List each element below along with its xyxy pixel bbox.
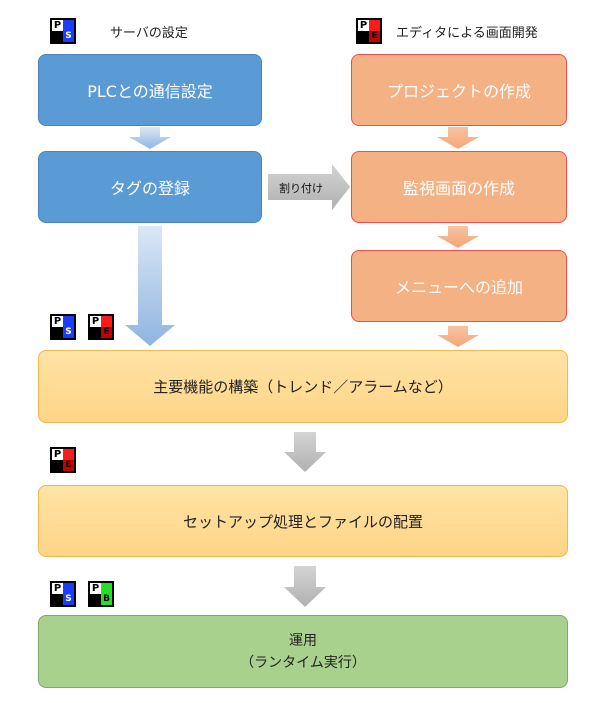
arrow-monitor-to-menu xyxy=(437,226,479,248)
assign-label: 割り付け xyxy=(279,182,323,195)
project-creation-text: プロジェクトの作成 xyxy=(386,82,531,101)
menu-addition-text: メニューへの追加 xyxy=(394,278,523,297)
tag-registration-text: タグの登録 xyxy=(109,179,190,198)
plc-communication-box: PLCとの通信設定 xyxy=(38,54,262,126)
arrow-setup-to-run xyxy=(284,566,326,607)
setup-box: セットアップ処理とファイルの配置 xyxy=(38,485,568,557)
arrow-main-to-setup xyxy=(284,432,326,472)
tag-registration-box: タグの登録 xyxy=(38,151,262,223)
arrow-tags-to-main xyxy=(125,226,175,346)
main-functions-box: 主要機能の構築（トレンド／アラームなど） xyxy=(38,350,568,423)
assign-arrow xyxy=(268,164,350,210)
monitor-screen-text: 監視画面の作成 xyxy=(402,179,515,198)
main-functions-text: 主要機能の構築（トレンド／アラームなど） xyxy=(153,378,453,396)
arrow-menu-to-main xyxy=(437,326,479,347)
arrow-project-to-monitor xyxy=(437,127,479,149)
operation-title: 運用 xyxy=(289,632,317,649)
menu-addition-box: メニューへの追加 xyxy=(351,250,567,322)
arrow-plc-to-tags xyxy=(129,127,171,149)
operation-box: 運用 （ランタイム実行） xyxy=(38,615,568,688)
setup-text: セットアップ処理とファイルの配置 xyxy=(182,512,423,531)
server-settings-label: サーバの設定 xyxy=(110,26,188,41)
editor-development-label: エディタによる画面開発 xyxy=(396,26,538,41)
monitor-screen-box: 監視画面の作成 xyxy=(351,151,567,223)
plc-communication-text: PLCとの通信設定 xyxy=(87,82,213,101)
project-creation-box: プロジェクトの作成 xyxy=(351,54,567,126)
operation-subtitle: （ランタイム実行） xyxy=(240,654,366,671)
